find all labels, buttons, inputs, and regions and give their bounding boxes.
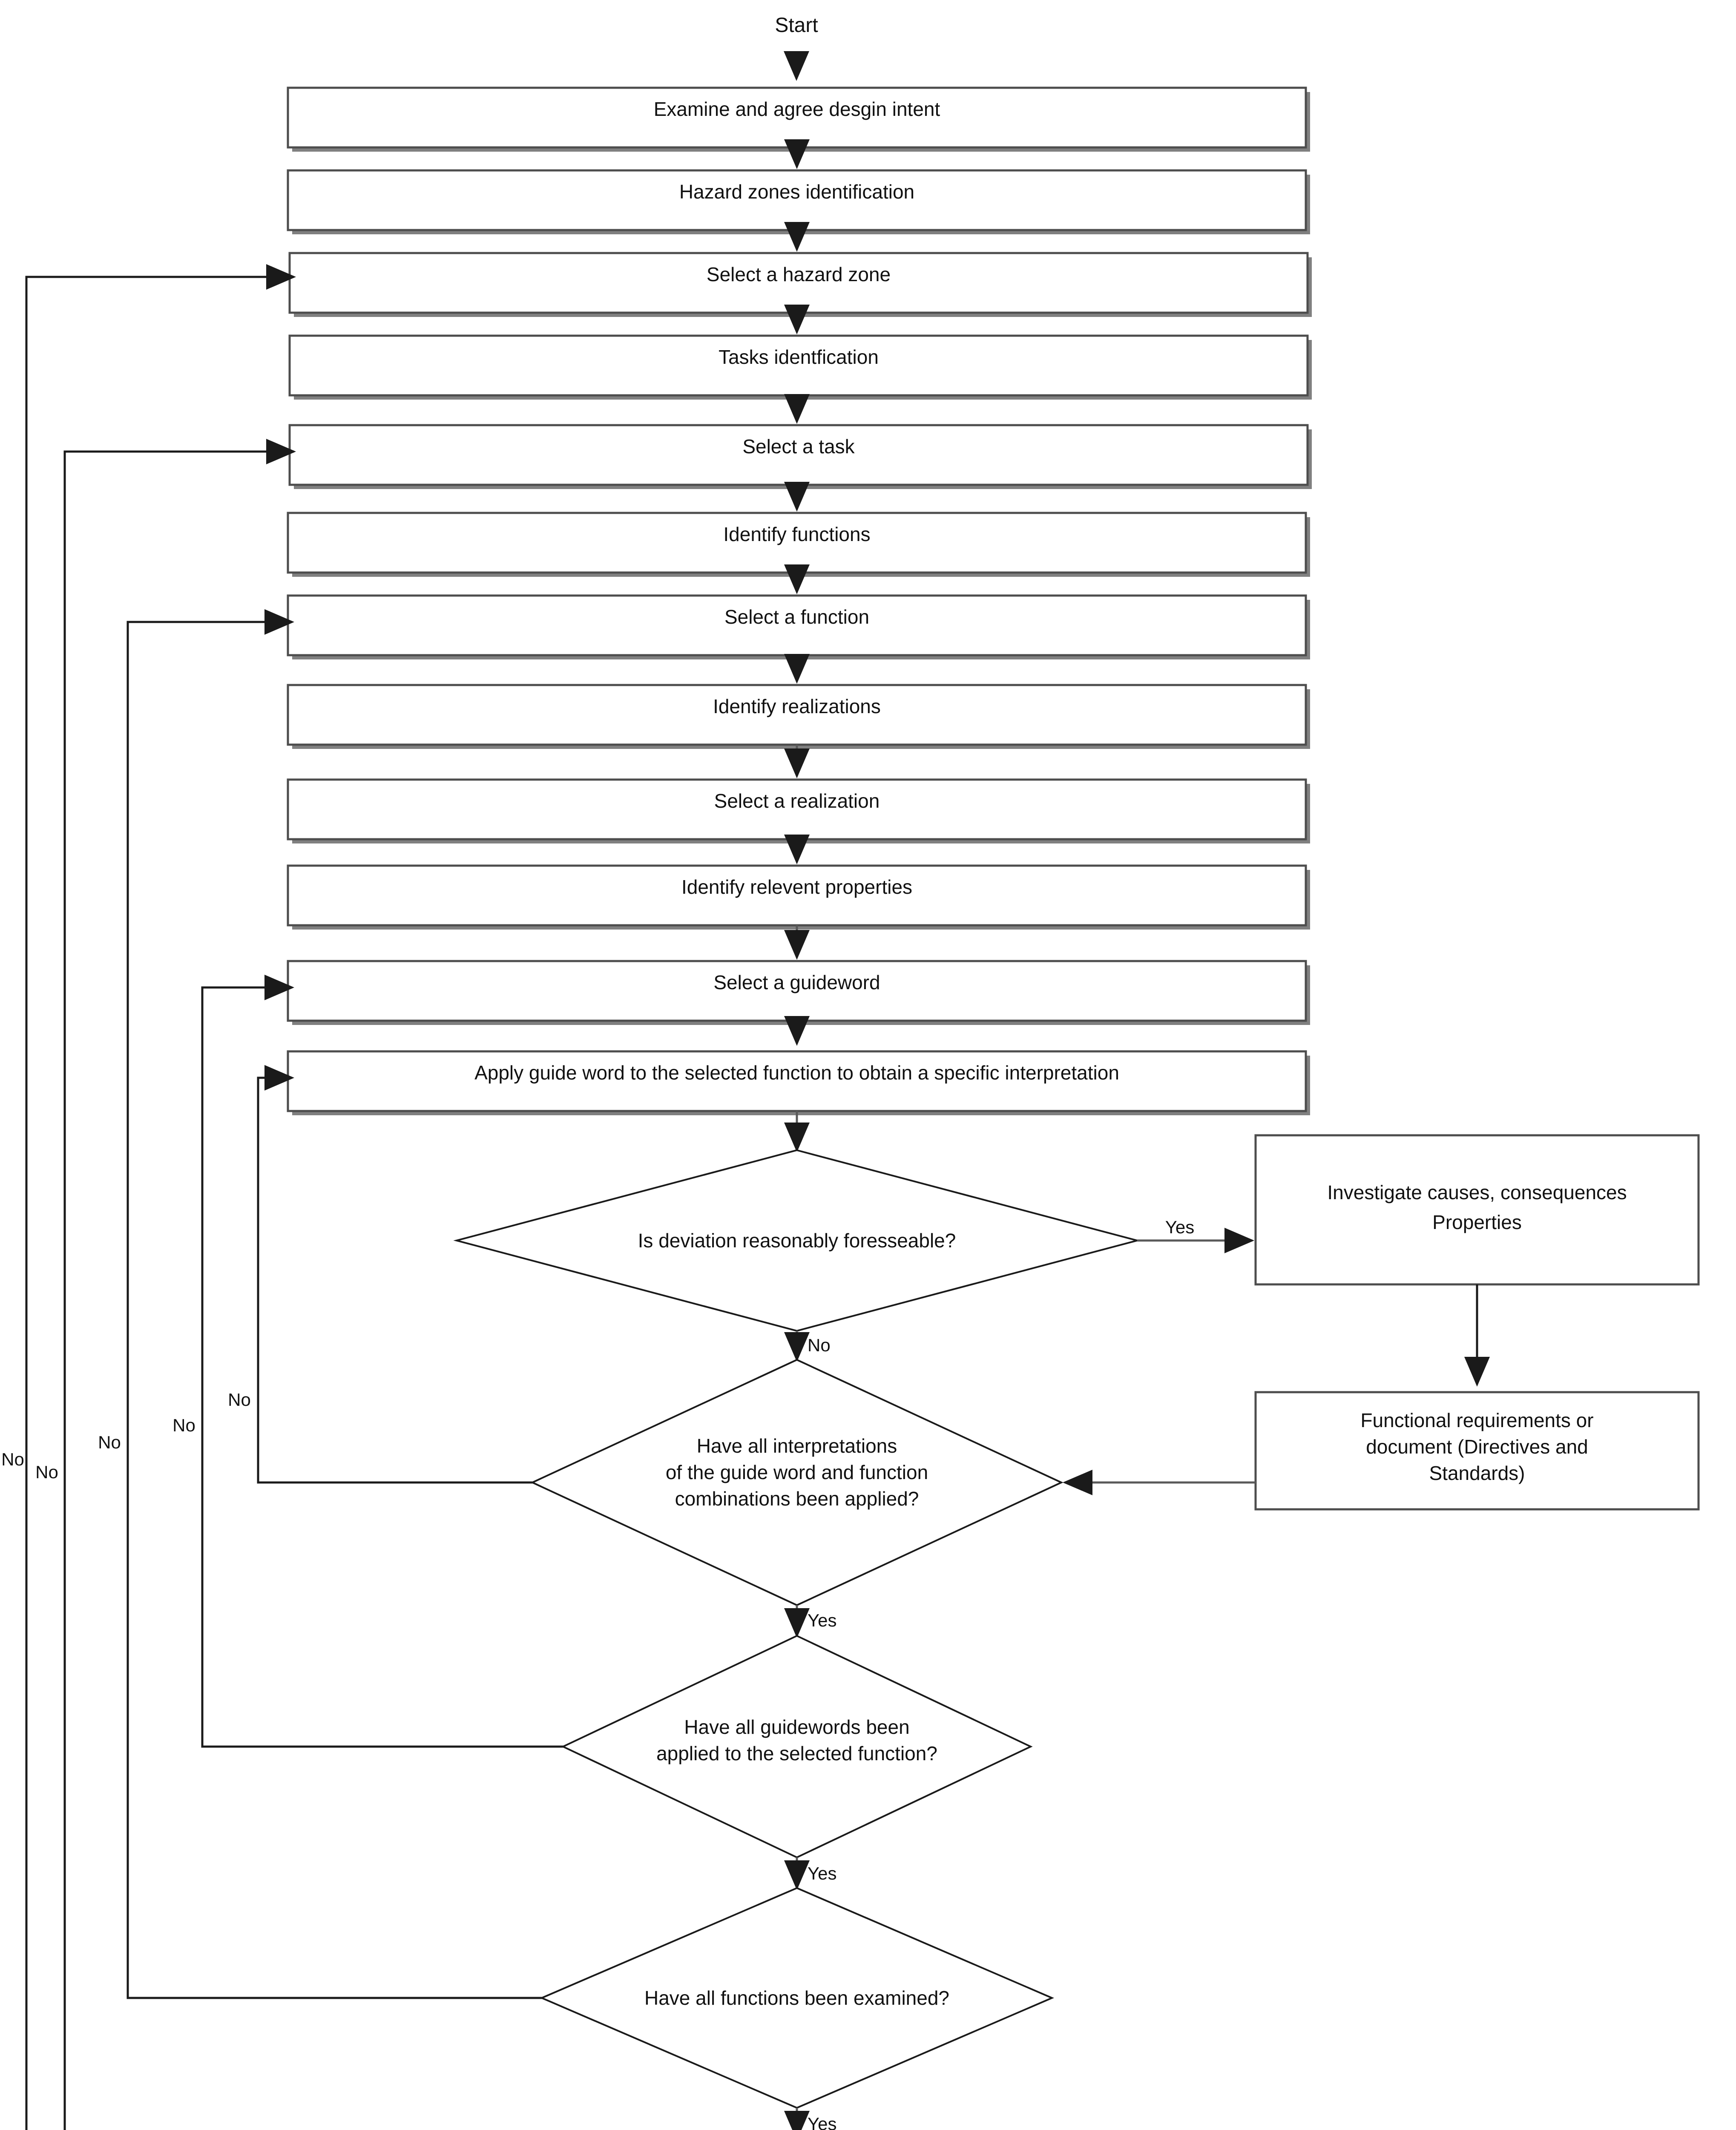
process-box-7[interactable] <box>287 594 1307 656</box>
side-label-2-line3: Standards) <box>1429 1462 1525 1484</box>
decision-label-3-line2: applied to the selected function? <box>656 1742 937 1764</box>
process-box-3[interactable] <box>288 252 1309 314</box>
edge-label-d1-no: No <box>808 1335 831 1355</box>
process-box-6[interactable] <box>287 512 1307 574</box>
decision-label-2-line2: of the guide word and function <box>666 1461 928 1483</box>
edge-d6-no-loop <box>25 264 296 2130</box>
edge-label-d3-no: No <box>172 1415 195 1435</box>
side-label-2-line2: document (Directives and <box>1366 1436 1588 1458</box>
decision-label-3-line1: Have all guidewords been <box>684 1716 909 1738</box>
edge-label-d6-no: No <box>1 1449 24 1469</box>
process-box-5[interactable] <box>288 424 1309 486</box>
process-box-9[interactable] <box>287 778 1307 840</box>
process-label-3: Select a hazard zone <box>707 263 891 285</box>
process-box-1[interactable] <box>287 86 1307 149</box>
edge-d2-no-loop <box>257 1065 532 1484</box>
edge-d3-no-loop <box>201 975 563 1748</box>
edge-label-d1-yes: Yes <box>1165 1217 1195 1237</box>
process-label-5: Select a task <box>742 435 855 458</box>
process-label-1: Examine and agree desgin intent <box>654 98 940 120</box>
process-label-8: Identify realizations <box>713 695 881 717</box>
process-label-11: Select a guideword <box>713 971 880 993</box>
decision-label-1: Is deviation reasonably foresseable? <box>638 1229 956 1252</box>
process-box-12[interactable] <box>287 1050 1307 1112</box>
edge-d5-no-loop <box>63 439 296 2130</box>
side-label-2-line1: Functional requirements or <box>1360 1409 1593 1431</box>
process-box-11[interactable] <box>287 960 1307 1022</box>
edge-label-d4-yes: Yes <box>808 2114 837 2130</box>
decision-label-2-line3: combinations been applied? <box>675 1488 919 1510</box>
edge-d4-no-loop <box>126 609 542 1999</box>
process-label-10: Identify relevent properties <box>681 876 912 898</box>
start-terminator-label: Start <box>775 14 818 37</box>
process-label-12: Apply guide word to the selected functio… <box>474 1062 1119 1084</box>
side-box-2[interactable] <box>1254 1391 1700 1511</box>
process-label-4: Tasks identfication <box>719 346 879 368</box>
edge-label-d5-no: No <box>35 1462 58 1482</box>
process-box-4[interactable] <box>288 334 1309 397</box>
side-label-1-line2: Properties <box>1432 1211 1522 1233</box>
edge-label-d3-yes: Yes <box>808 1863 837 1883</box>
decision-label-4: Have all functions been examined? <box>644 1987 949 2009</box>
process-label-9: Select a realization <box>714 790 880 812</box>
process-label-2: Hazard zones identification <box>679 181 914 203</box>
process-label-6: Identify functions <box>723 523 870 545</box>
process-box-10[interactable] <box>287 864 1307 927</box>
side-label-1-line1: Investigate causes, consequences <box>1327 1181 1627 1203</box>
decision-label-2-line1: Have all interpretations <box>697 1435 897 1457</box>
process-label-7: Select a function <box>724 606 869 628</box>
side-box-1[interactable] <box>1254 1134 1700 1286</box>
process-box-8[interactable] <box>287 684 1307 746</box>
edge-label-d2-no: No <box>228 1390 251 1410</box>
edge-label-d2-yes: Yes <box>808 1610 837 1630</box>
edge-label-d4-no: No <box>98 1432 121 1452</box>
